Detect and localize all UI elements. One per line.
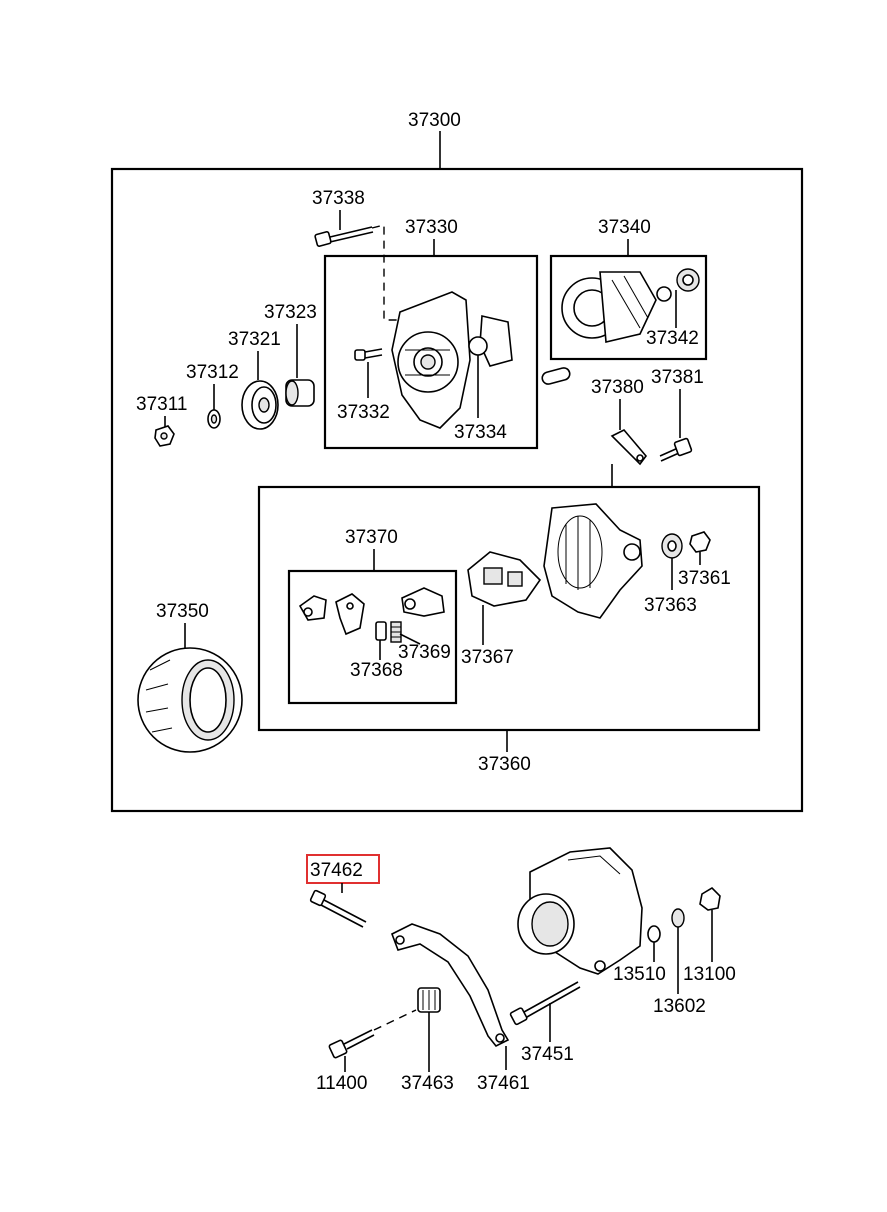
nut-37463-icon	[417, 987, 441, 1013]
label-37368[interactable]: 37368	[350, 660, 403, 681]
label-37380[interactable]: 37380	[591, 377, 644, 398]
adjusting-bar-37461-icon	[390, 923, 510, 1048]
bearing-37363-icon	[661, 533, 683, 559]
subassembly-box-37340	[549, 254, 708, 361]
alternator-icon	[517, 847, 643, 975]
subassembly-box-37330	[323, 254, 539, 450]
spacer-37323-icon	[285, 379, 315, 407]
label-37323[interactable]: 37323	[264, 302, 317, 323]
label-37321[interactable]: 37321	[228, 329, 281, 350]
washer-37312-icon	[207, 409, 221, 429]
brush-parts-icon	[298, 587, 445, 643]
label-37369[interactable]: 37369	[398, 642, 451, 663]
nut-37361-icon	[689, 531, 711, 553]
label-37361[interactable]: 37361	[678, 568, 731, 589]
label-37334[interactable]: 37334	[454, 422, 507, 443]
label-13510[interactable]: 13510	[613, 964, 666, 985]
bolt-37451-icon	[509, 981, 581, 1026]
rotor-icon	[561, 268, 700, 343]
highlight-box-37462[interactable]	[306, 854, 380, 884]
pin-icon	[541, 367, 571, 385]
label-37338[interactable]: 37338	[312, 188, 365, 209]
label-37461[interactable]: 37461	[477, 1073, 530, 1094]
label-37340[interactable]: 37340	[598, 217, 651, 238]
label-37332[interactable]: 37332	[337, 402, 390, 423]
label-13100[interactable]: 13100	[683, 964, 736, 985]
label-13602[interactable]: 13602	[653, 996, 706, 1017]
label-11400[interactable]: 11400	[316, 1073, 367, 1094]
subassembly-box-37370	[287, 569, 458, 705]
washer-13602-icon	[671, 908, 685, 928]
bolt-37462-icon	[309, 889, 367, 928]
label-37363[interactable]: 37363	[644, 595, 697, 616]
label-37300[interactable]: 37300	[408, 110, 461, 131]
bolt-11400-icon	[328, 1029, 375, 1059]
label-37312[interactable]: 37312	[186, 362, 239, 383]
label-37367[interactable]: 37367	[461, 647, 514, 668]
nut-13100-icon	[699, 886, 721, 911]
bolt-37338-icon	[314, 226, 374, 247]
washer-13510-icon	[647, 925, 661, 943]
bolt-37381-icon	[659, 437, 693, 462]
label-37360[interactable]: 37360	[478, 754, 531, 775]
label-37381[interactable]: 37381	[651, 367, 704, 388]
label-37463[interactable]: 37463	[401, 1073, 454, 1094]
label-37330[interactable]: 37330	[405, 217, 458, 238]
nut-37311-icon	[154, 425, 175, 447]
subassembly-box-37360	[257, 485, 761, 732]
pulley-37321-icon	[241, 380, 279, 430]
label-37350[interactable]: 37350	[156, 601, 209, 622]
brush-holder-37367-icon	[467, 551, 542, 607]
label-37311[interactable]: 37311	[136, 394, 187, 415]
label-37342[interactable]: 37342	[646, 328, 699, 349]
screw-37332-icon	[354, 348, 383, 361]
label-37462[interactable]: 37462	[310, 860, 363, 881]
stator-37350-icon	[137, 647, 243, 753]
rear-housing-icon	[391, 291, 513, 429]
assembly-frame-37300	[110, 167, 804, 813]
label-37370[interactable]: 37370	[345, 527, 398, 548]
bracket-37380-icon	[610, 429, 648, 466]
front-housing-icon	[543, 503, 643, 619]
label-37451[interactable]: 37451	[521, 1044, 574, 1065]
